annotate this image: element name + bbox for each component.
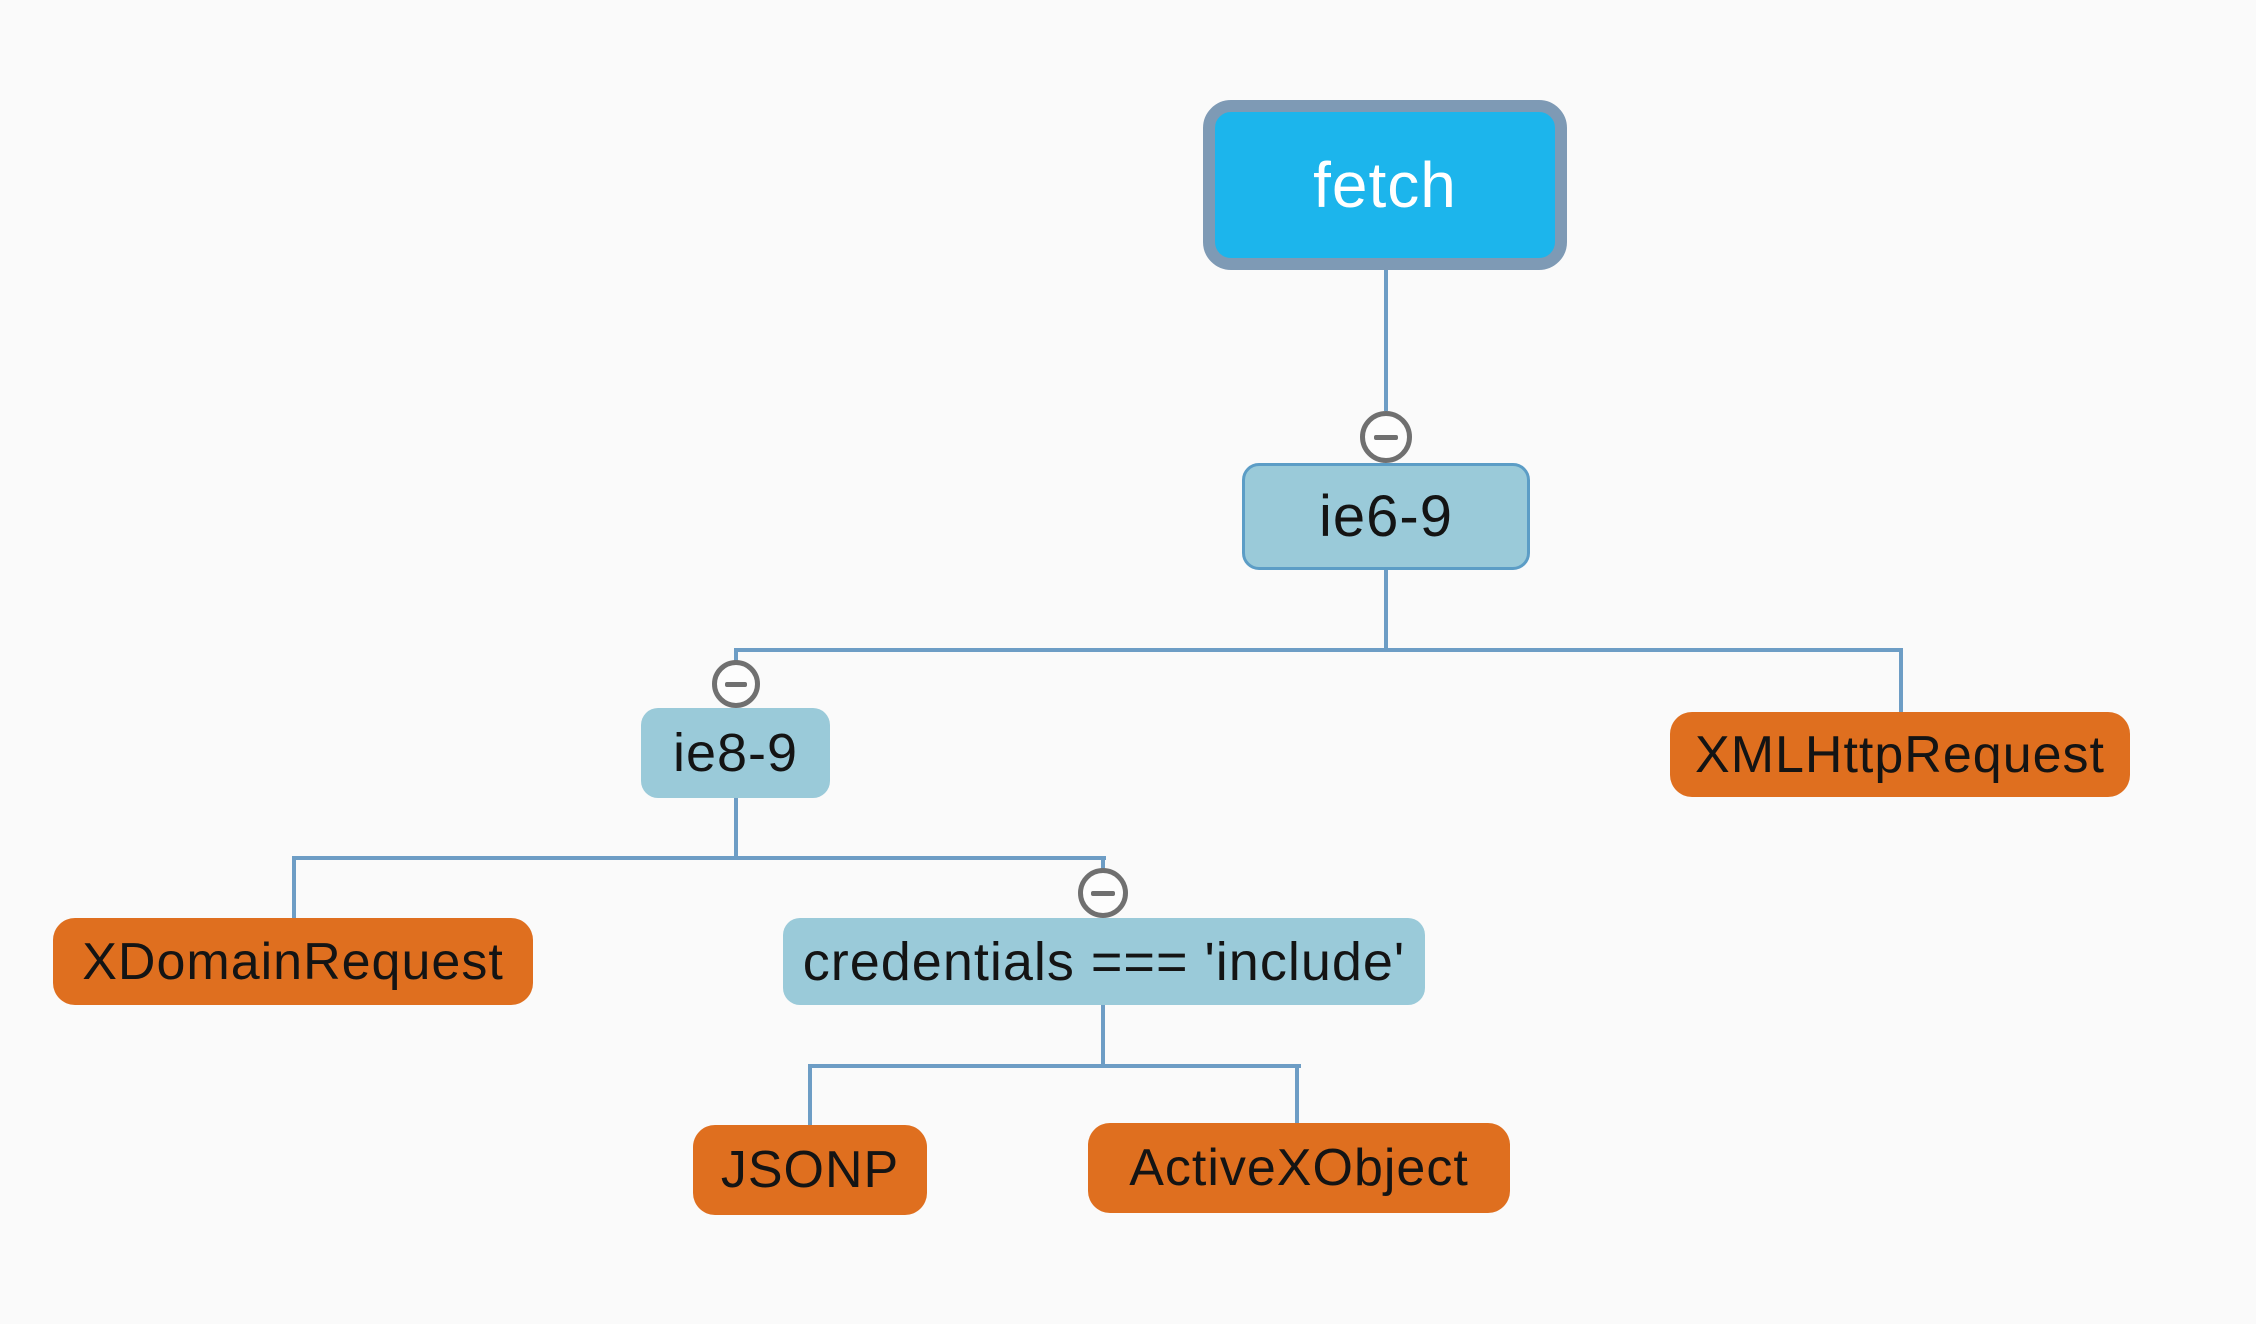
connector-line [292, 856, 296, 918]
connector-line [1101, 1005, 1105, 1066]
node-label: credentials === 'include' [802, 931, 1406, 992]
connector-line [1295, 1064, 1299, 1123]
node-label: ie8-9 [672, 723, 799, 783]
connector-line [808, 1064, 1301, 1068]
collapse-icon[interactable] [1360, 411, 1412, 463]
minus-glyph [1091, 890, 1115, 896]
node-label: JSONP [720, 1141, 900, 1199]
collapse-icon[interactable] [1078, 868, 1128, 918]
minus-glyph [724, 681, 748, 687]
minus-glyph [1373, 434, 1399, 440]
connector-line [1101, 856, 1105, 870]
collapse-icon[interactable] [712, 660, 760, 708]
connector-line [1899, 648, 1903, 712]
node-activexobject[interactable]: ActiveXObject [1088, 1123, 1510, 1213]
node-jsonp[interactable]: JSONP [693, 1125, 927, 1215]
connector-line [734, 648, 738, 662]
node-label: ie6-9 [1319, 484, 1453, 549]
connector-line [1384, 570, 1388, 652]
connector-line [808, 1064, 812, 1125]
node-label: fetch [1313, 149, 1457, 221]
node-ie6-9[interactable]: ie6-9 [1242, 463, 1530, 570]
node-fetch[interactable]: fetch [1203, 100, 1567, 270]
connector-line [734, 798, 738, 860]
node-label: ActiveXObject [1129, 1139, 1469, 1197]
node-xmlhttprequest[interactable]: XMLHttpRequest [1670, 712, 2130, 797]
node-xdomainrequest[interactable]: XDomainRequest [53, 918, 533, 1005]
node-ie8-9[interactable]: ie8-9 [641, 708, 830, 798]
connector-line [292, 856, 1106, 860]
node-label: XDomainRequest [82, 932, 504, 991]
node-credentials-include[interactable]: credentials === 'include' [783, 918, 1425, 1005]
node-label: XMLHttpRequest [1695, 725, 2105, 784]
connector-line [1384, 270, 1388, 411]
connector-line [735, 648, 1903, 652]
